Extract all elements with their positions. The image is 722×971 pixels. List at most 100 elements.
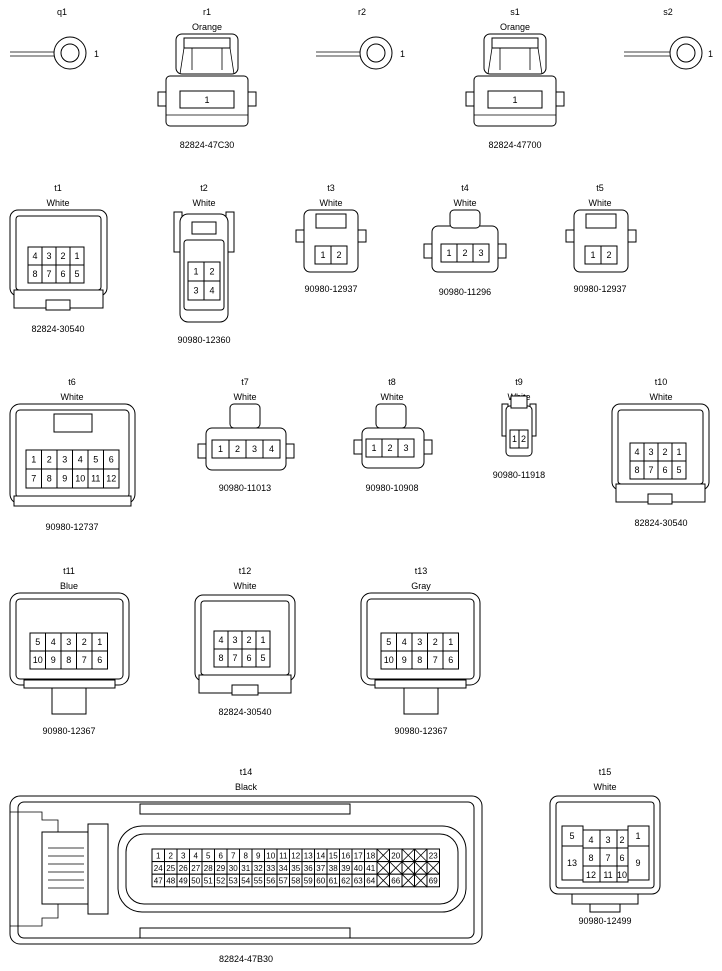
pin-number: 11 [279,851,288,860]
pin-number: 1 [448,637,453,647]
unused-pin-cross [401,861,415,875]
pin-number: 1 [676,447,681,457]
pin-number: 10 [266,851,275,860]
color-s1: Orange [500,22,530,32]
pin-t15-6: 6 [619,853,624,863]
pin-number: 2 [606,250,611,260]
pin-number: 1 [97,637,102,647]
pin-number: 3 [252,444,257,454]
pin-number: 7 [433,655,438,665]
pin-number: 10 [384,655,394,665]
pin-number: 53 [229,877,238,886]
unused-pin-cross [414,848,428,862]
pin-number: 7 [231,851,236,860]
color-t5: White [588,198,611,208]
pin-number: 2 [662,447,667,457]
pin-number: 48 [166,877,175,886]
connector-t15: t15 White 5 4 3 2 1 13 8 7 6 9 12 11 10 … [549,767,661,926]
pin-number: 1 [74,251,79,261]
pin-number: 6 [246,653,251,663]
part-t15: 90980-12499 [578,916,631,926]
unused-pin-cross [376,861,390,875]
part-t2: 90980-12360 [177,335,230,345]
pin-number: 1 [31,455,36,465]
pin-cell [671,460,687,480]
pin-number: 8 [634,465,639,475]
pin-number: 9 [51,655,56,665]
connector-q1: q1 1 [10,7,99,70]
part-r1: 82824-47C30 [180,140,235,150]
code-t1: t1 [54,183,62,193]
pin-number: 55 [254,877,263,886]
pin-number: 1 [371,443,376,453]
connector-r2: r2 1 [316,7,405,70]
part-t9: 90980-11918 [493,470,545,480]
connector-s2: s2 1 [624,7,713,70]
pin-number: 6 [219,851,224,860]
part-t1: 82824-30540 [31,324,84,334]
code-t2: t2 [200,183,208,193]
pin-number: 62 [341,877,350,886]
connector-r1: r1 Orange 1 82824-47C30 [157,7,257,150]
pin-number: 23 [429,851,438,860]
pin-number: 5 [260,653,265,663]
pin-number: 2 [246,635,251,645]
pin-number: 33 [266,864,275,873]
pin-number: 3 [46,251,51,261]
part-s1: 82824-47700 [488,140,541,150]
pin-q1: 1 [94,49,99,59]
pin-number: 1 [218,444,223,454]
pin-number: 8 [218,653,223,663]
unused-pin-cross [401,848,415,862]
pin-number: 3 [66,637,71,647]
pin-number: 17 [354,851,363,860]
pin-number: 2 [169,851,174,860]
pin-number: 7 [82,655,87,665]
pin-number: 2 [82,637,87,647]
code-t11: t11 [63,566,75,576]
part-t4: 90980-11296 [439,287,491,297]
pin-number: 10 [33,655,43,665]
pin-cell [600,245,618,265]
pin-number: 10 [75,474,85,484]
pin-number: 36 [304,864,313,873]
connector-t9: t9 White 12 90980-11918 [493,377,545,480]
pin-t15-9: 9 [635,858,640,868]
pin-cell [627,845,650,881]
pin-number: 5 [676,465,681,475]
pin-number: 63 [354,877,363,886]
part-t14: 82824-47B30 [219,954,273,964]
pin-number: 5 [386,637,391,647]
color-t4: White [453,198,476,208]
pin-cell [203,280,221,301]
pin-number: 27 [191,864,200,873]
pin-number: 50 [191,877,200,886]
pin-cell [472,243,490,263]
color-t7: White [233,392,256,402]
pin-number: 1 [156,851,161,860]
pin-number: 4 [209,286,214,296]
pin-number: 26 [179,864,188,873]
pin-number: 12 [291,851,300,860]
color-t11: Blue [60,581,78,591]
code-q1: q1 [57,7,67,17]
color-t6: White [60,392,83,402]
pin-t15-5: 5 [569,831,574,841]
color-t3: White [319,198,342,208]
code-t9: t9 [515,377,523,387]
color-t10: White [649,392,672,402]
code-r2: r2 [358,7,366,17]
pin-number: 59 [304,877,313,886]
pin-number: 8 [417,655,422,665]
pin-number: 56 [266,877,275,886]
code-t12: t12 [239,566,252,576]
pin-number: 3 [232,635,237,645]
part-t6: 90980-12737 [45,522,98,532]
pin-cell [616,865,629,883]
pin-number: 11 [91,474,100,484]
